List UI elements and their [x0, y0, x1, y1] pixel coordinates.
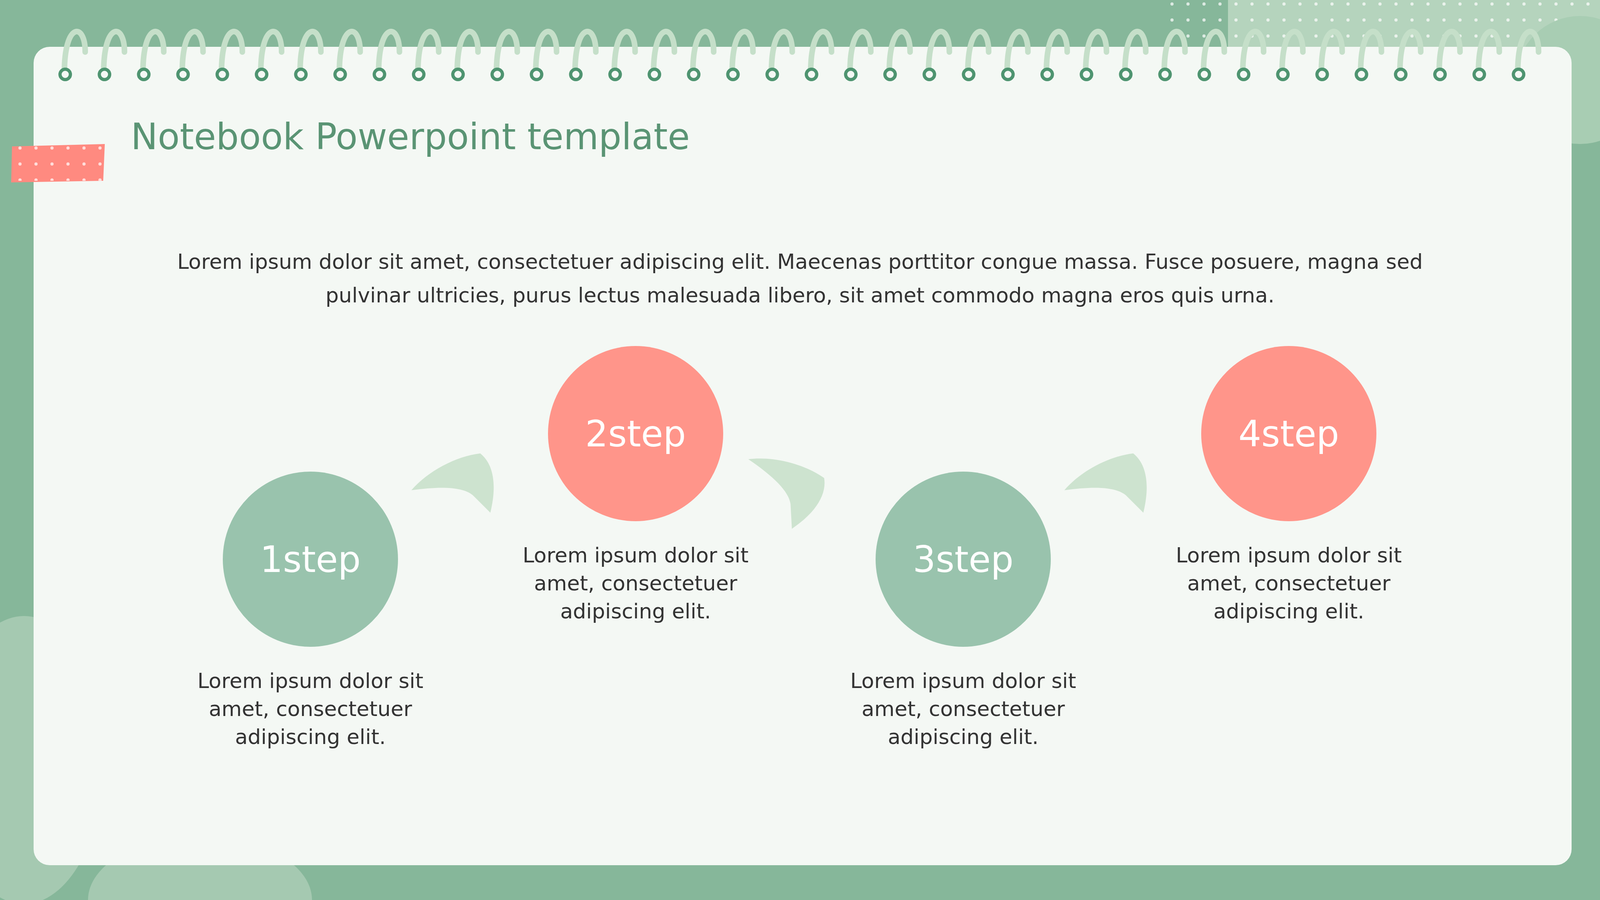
spiral-ring: [1360, 31, 1382, 72]
spiral-hole: [1002, 69, 1014, 80]
spiral-ring: [889, 31, 910, 72]
spiral-hole: [1120, 69, 1131, 80]
spiral-hole: [1199, 69, 1210, 80]
spiral-hole: [1316, 69, 1328, 80]
spiral-ring: [1007, 31, 1028, 72]
spiral-ring: [1321, 31, 1342, 72]
chevron-arrow: [1062, 444, 1164, 542]
spiral-hole: [649, 69, 660, 80]
step-label: 1step: [222, 471, 398, 647]
spiral-hole: [806, 69, 817, 80]
spiral-hole: [845, 69, 856, 80]
spiral-ring: [260, 31, 282, 72]
spiral-ring: [535, 31, 557, 72]
chevron-arrow: [408, 444, 511, 542]
spiral-hole: [727, 69, 738, 80]
spiral-hole: [884, 69, 896, 80]
spiral-hole: [256, 69, 267, 80]
spiral-ring: [1478, 31, 1500, 72]
spiral-hole: [1474, 69, 1485, 80]
spiral-ring: [300, 31, 321, 72]
spiral-hole: [1160, 69, 1171, 80]
spiral-ring: [692, 31, 714, 72]
spiral-ring: [457, 31, 478, 72]
spiral-hole: [217, 69, 228, 80]
spiral-ring: [1046, 31, 1068, 72]
spiral-ring: [142, 31, 164, 72]
spiral-ring: [1439, 31, 1460, 72]
spiral-hole: [1081, 69, 1092, 80]
step-description: Lorem ipsum dolor sit amet, consectetuer…: [491, 541, 780, 626]
spiral-ring: [732, 31, 753, 72]
step-label: 3step: [875, 471, 1051, 647]
spiral-ring: [1242, 31, 1264, 72]
intro-paragraph: Lorem ipsum dolor sit amet, consectetuer…: [152, 244, 1448, 312]
spiral-ring: [1517, 31, 1539, 72]
spiral-ring: [64, 31, 86, 72]
spiral-hole: [295, 69, 306, 80]
spiral-ring: [1124, 31, 1146, 72]
spiral-hole: [1238, 69, 1249, 80]
spiral-hole: [452, 69, 464, 80]
step-circle: 4stepLorem ipsum dolor sit amet, consect…: [1201, 346, 1377, 522]
spiral-hole: [60, 69, 71, 80]
slide-title: Notebook Powerpoint template: [130, 112, 731, 161]
spiral-ring: [614, 31, 636, 72]
spiral-hole: [178, 69, 189, 80]
arrow-head: [1062, 444, 1164, 542]
spiral-hole: [334, 69, 346, 80]
spiral-hole: [1277, 69, 1288, 80]
spiral-hole: [570, 69, 582, 80]
step-circle: 2stepLorem ipsum dolor sit amet, consect…: [548, 346, 724, 522]
spiral-hole: [688, 69, 699, 80]
spiral-hole: [1042, 69, 1053, 80]
spiral-ring: [1164, 31, 1186, 72]
spiral-hole: [531, 69, 542, 80]
spiral-hole: [1356, 69, 1367, 80]
spiral-hole: [924, 69, 935, 80]
spiral-ring: [339, 31, 360, 72]
spiral-ring: [771, 31, 793, 72]
chevron-arrow: [736, 454, 828, 534]
spiral-ring: [418, 31, 439, 72]
spiral-hole: [138, 69, 149, 80]
spiral-hole: [492, 69, 503, 80]
spiral-ring: [103, 31, 125, 72]
spiral-ring: [1085, 31, 1107, 72]
spiral-ring: [850, 31, 871, 72]
spiral-hole: [374, 69, 385, 80]
spiral-hole: [610, 69, 621, 80]
step-circle: 1stepLorem ipsum dolor sit amet, consect…: [222, 471, 398, 647]
spiral-ring: [810, 31, 832, 72]
spiral-ring: [1203, 31, 1225, 72]
step-description: Lorem ipsum dolor sit amet, consectetuer…: [166, 666, 455, 751]
spiral-hole: [1395, 69, 1406, 80]
spiral-ring: [1400, 31, 1421, 72]
spiral-ring: [496, 31, 518, 72]
step-description: Lorem ipsum dolor sit amet, consectetuer…: [1144, 541, 1433, 626]
arrow-head: [408, 444, 511, 542]
spiral-hole: [99, 69, 110, 80]
spiral-ring: [378, 31, 400, 72]
spiral-ring: [221, 31, 243, 72]
spiral-ring: [575, 31, 596, 72]
spiral-hole: [1434, 69, 1446, 80]
arrow-head: [736, 454, 828, 534]
spiral-ring: [928, 31, 950, 72]
step-description: Lorem ipsum dolor sit amet, consectetuer…: [819, 666, 1108, 751]
spiral-hole: [413, 69, 424, 80]
spiral-hole: [1513, 69, 1524, 80]
step-label: 2step: [548, 346, 724, 522]
step-label: 4step: [1201, 346, 1377, 522]
spiral-hole: [963, 69, 974, 80]
spiral-hole: [767, 69, 778, 80]
spiral-ring: [182, 31, 204, 72]
spiral-ring: [653, 31, 675, 72]
step-circle: 3stepLorem ipsum dolor sit amet, consect…: [875, 471, 1051, 647]
spiral-ring: [1282, 31, 1303, 72]
washi-tape: [11, 144, 105, 183]
spiral-ring: [968, 31, 989, 72]
